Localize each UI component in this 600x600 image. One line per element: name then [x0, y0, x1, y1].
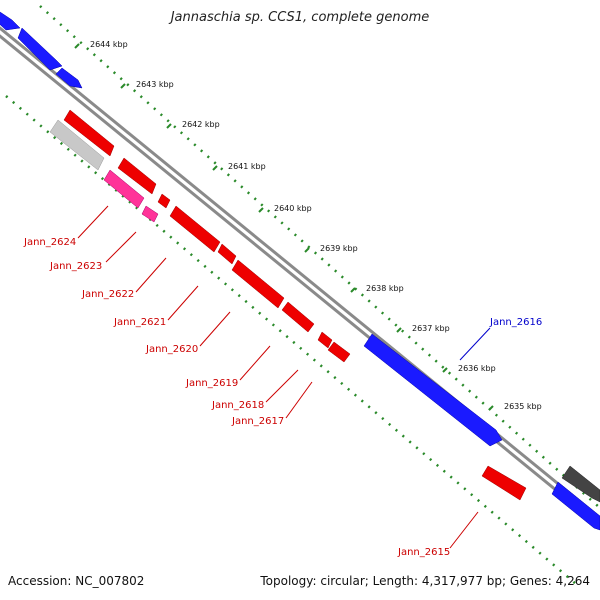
gene-label[interactable]: Jann_2624 [23, 237, 76, 248]
map-title: Jannaschia sp. CCS1, complete genome [170, 10, 430, 25]
gene-arrow[interactable] [551, 481, 600, 531]
gene-label[interactable]: Jann_2615 [397, 547, 450, 558]
gene-arrow[interactable] [561, 465, 600, 503]
leader-line [199, 311, 231, 347]
gene-label[interactable]: Jann_2618 [211, 400, 264, 411]
gene-arrow[interactable] [169, 205, 221, 253]
label-leaders [77, 205, 491, 549]
gene-label[interactable]: Jann_2617 [231, 416, 284, 427]
gene-label[interactable]: Jann_2622 [81, 289, 134, 300]
kbp-tick-label: 2643 kbp [136, 80, 174, 89]
gene-arrow[interactable] [281, 301, 315, 333]
gene-arrow[interactable] [117, 157, 157, 195]
kbp-tick-label: 2638 kbp [366, 284, 404, 293]
forward-features [0, 11, 600, 531]
kbp-tick-mark [442, 367, 448, 373]
gene-arrow[interactable] [63, 109, 115, 157]
kbp-tick-label: 2636 kbp [458, 364, 496, 373]
kbp-tick-mark [396, 327, 402, 333]
kbp-tick-mark [212, 165, 218, 171]
kbp-tick-label: 2640 kbp [274, 204, 312, 213]
inner-dotted-track [5, 95, 577, 585]
gene-arrow[interactable] [0, 11, 21, 31]
kbp-tick-mark [304, 247, 310, 253]
gene-arrow[interactable] [317, 331, 333, 349]
gene-arrow[interactable] [217, 243, 237, 265]
gene-label[interactable]: Jann_2619 [185, 378, 238, 389]
kbp-tick-mark [120, 83, 126, 89]
gene-label[interactable]: Jann_2620 [145, 344, 198, 355]
kbp-tick-mark [350, 287, 356, 293]
kbp-tick-label: 2639 kbp [320, 244, 358, 253]
gene-arrow[interactable] [363, 333, 503, 447]
kbp-ticks: 2644 kbp 2643 kbp 2642 kbp 2641 kbp 2640 kbp… [74, 40, 542, 411]
leader-line [449, 511, 479, 549]
gene-label[interactable]: Jann_2623 [49, 261, 102, 272]
kbp-tick-mark [166, 123, 172, 129]
gene-arrow[interactable] [481, 465, 527, 501]
genome-stats-text: Topology: circular; Length: 4,317,977 bp… [260, 574, 590, 588]
gene-arrow[interactable] [103, 169, 145, 209]
kbp-tick-mark [488, 405, 494, 411]
gene-arrow[interactable] [17, 27, 63, 71]
gene-arrow[interactable] [157, 193, 171, 209]
kbp-tick-label: 2642 kbp [182, 120, 220, 129]
backbone-line-lower [0, 34, 600, 528]
leader-line [77, 205, 109, 239]
kbp-tick-label: 2644 kbp [90, 40, 128, 49]
leader-line [105, 231, 137, 263]
gene-arrow[interactable] [231, 259, 285, 309]
gene-label[interactable]: Jann_2621 [113, 317, 166, 328]
kbp-tick-label: 2635 kbp [504, 402, 542, 411]
kbp-tick-label: 2637 kbp [412, 324, 450, 333]
kbp-tick-mark [258, 207, 264, 213]
leader-line [135, 257, 167, 293]
leader-line [239, 345, 271, 381]
gene-arrow[interactable] [141, 205, 159, 223]
leader-line [265, 369, 299, 403]
kbp-tick-label: 2641 kbp [228, 162, 266, 171]
gene-labels: Jann_2624 Jann_2623 Jann_2622 Jann_2621 … [23, 237, 542, 558]
leader-line [167, 285, 199, 321]
outer-dotted-track [39, 5, 600, 509]
accession-text: Accession: NC_007802 [8, 574, 145, 588]
kbp-tick-mark [74, 43, 80, 49]
leader-line [459, 327, 491, 361]
gene-arrow[interactable] [55, 67, 83, 89]
gene-arrow[interactable] [327, 341, 351, 363]
gene-label[interactable]: Jann_2616 [489, 317, 542, 328]
reverse-features [49, 109, 527, 501]
leader-line [285, 381, 313, 419]
gene-block-gray[interactable] [49, 119, 105, 171]
